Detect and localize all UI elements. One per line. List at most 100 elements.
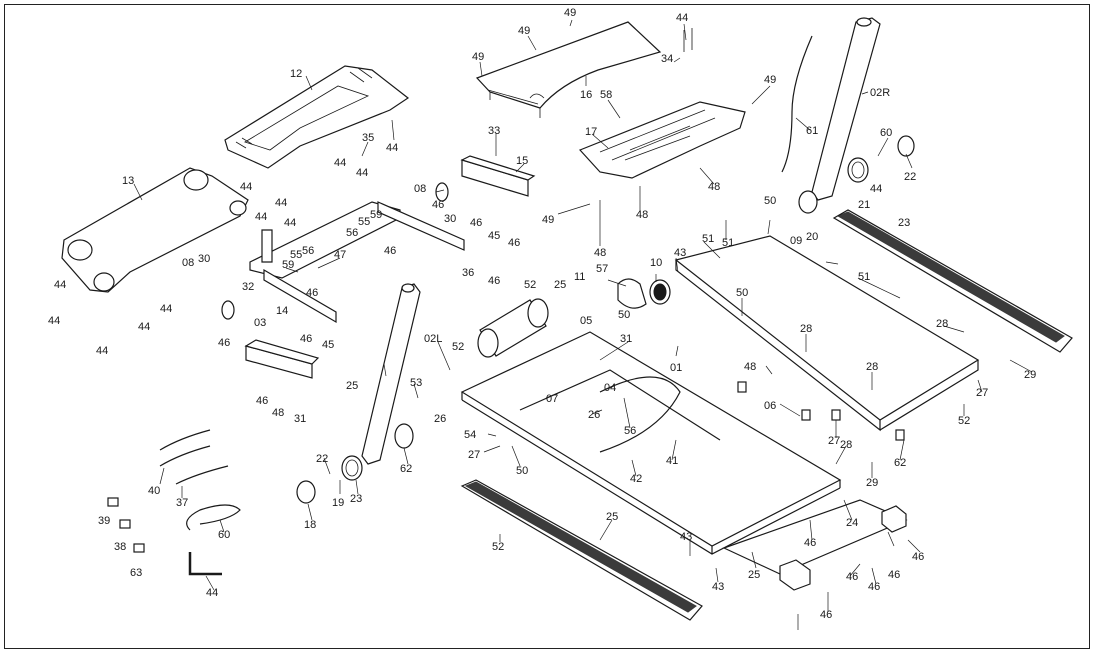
callout: 18 bbox=[304, 519, 316, 531]
callout: 61 bbox=[806, 125, 818, 137]
callout: 32 bbox=[242, 281, 254, 293]
wheel-22-right bbox=[897, 135, 915, 157]
callout: 52 bbox=[958, 415, 970, 427]
callout: 55 bbox=[358, 216, 370, 228]
callout: 48 bbox=[708, 181, 720, 193]
callout: 47 bbox=[334, 249, 346, 261]
callout: 26 bbox=[588, 409, 600, 421]
left-handlebar bbox=[244, 339, 320, 379]
callout: 43 bbox=[674, 247, 686, 259]
callout: 50 bbox=[618, 309, 630, 321]
callout: 39 bbox=[98, 515, 110, 527]
callout: 08 bbox=[414, 183, 426, 195]
callout: 46 bbox=[820, 609, 832, 621]
callout: 11 bbox=[574, 271, 585, 283]
callout: 25 bbox=[346, 380, 358, 392]
callout: 42 bbox=[630, 473, 642, 485]
left-upright bbox=[361, 283, 421, 465]
belt-11 bbox=[617, 278, 647, 309]
callout: 27 bbox=[976, 387, 988, 399]
wheel-18 bbox=[394, 423, 414, 449]
callout: 45 bbox=[488, 230, 500, 242]
leader-lines bbox=[133, 19, 1033, 630]
callout: 55 bbox=[290, 249, 302, 261]
callout: 44 bbox=[334, 157, 346, 169]
callout: 24 bbox=[846, 517, 858, 529]
callout: 06 bbox=[764, 400, 776, 412]
callout: 46 bbox=[306, 287, 318, 299]
console-housing bbox=[224, 65, 410, 169]
callout: 48 bbox=[272, 407, 284, 419]
callout: 37 bbox=[176, 497, 188, 509]
wheel-20 bbox=[798, 190, 818, 214]
callout: 38 bbox=[114, 541, 126, 553]
motor-roller bbox=[477, 298, 549, 358]
wheel-19 bbox=[341, 455, 363, 481]
callout: 59 bbox=[370, 209, 382, 221]
callout: 46 bbox=[846, 571, 858, 583]
callout: 46 bbox=[912, 551, 924, 563]
callout: 48 bbox=[636, 209, 648, 221]
callout: 49 bbox=[518, 25, 530, 37]
hex-key-63 bbox=[188, 552, 222, 576]
console-frame bbox=[249, 201, 465, 324]
callout: 28 bbox=[840, 439, 852, 451]
callout: 29 bbox=[866, 477, 878, 489]
callout: 49 bbox=[542, 214, 554, 226]
callout: 41 bbox=[666, 455, 678, 467]
callout: 44 bbox=[356, 167, 368, 179]
pulley-05 bbox=[649, 279, 671, 305]
callout: 46 bbox=[508, 237, 520, 249]
callout: 40 bbox=[148, 485, 160, 497]
wheel-21 bbox=[847, 157, 869, 183]
callout: 34 bbox=[661, 53, 673, 65]
callout: 53 bbox=[410, 377, 422, 389]
callout: 52 bbox=[524, 279, 536, 291]
callout: 49 bbox=[472, 51, 484, 63]
callout: 44 bbox=[160, 303, 172, 315]
callout: 46 bbox=[888, 569, 900, 581]
callout: 44 bbox=[54, 279, 66, 291]
callout: 16 bbox=[580, 89, 592, 101]
callout: 46 bbox=[804, 537, 816, 549]
callout: 25 bbox=[606, 511, 618, 523]
callout: 43 bbox=[680, 531, 692, 543]
callout: 48 bbox=[594, 247, 606, 259]
callout: 27 bbox=[828, 435, 840, 447]
callout: 08 bbox=[182, 257, 194, 269]
running-deck bbox=[674, 235, 980, 432]
callout: 25 bbox=[748, 569, 760, 581]
callout-labels: 49 49 49 16 44 34 49 58 17 48 48 49 48 6… bbox=[48, 7, 1036, 621]
callout: 52 bbox=[492, 541, 504, 553]
callout: 29 bbox=[1024, 369, 1036, 381]
callout: 46 bbox=[256, 395, 268, 407]
callout: 51 bbox=[722, 237, 734, 249]
right-upright bbox=[811, 17, 881, 201]
callout: 27 bbox=[468, 449, 480, 461]
callout: 60 bbox=[880, 127, 892, 139]
callout: 63 bbox=[130, 567, 142, 579]
callout: 12 bbox=[290, 68, 302, 80]
callout: 23 bbox=[898, 217, 910, 229]
main-frame bbox=[460, 331, 908, 575]
callout: 02R bbox=[870, 87, 890, 99]
drawing-border bbox=[4, 4, 1090, 649]
callout: 50 bbox=[516, 465, 528, 477]
callout: 19 bbox=[332, 497, 344, 509]
callout: 44 bbox=[284, 217, 296, 229]
callout: 17 bbox=[585, 126, 597, 138]
callout: 36 bbox=[462, 267, 474, 279]
callout: 44 bbox=[275, 197, 287, 209]
callout: 31 bbox=[620, 333, 632, 345]
callout: 46 bbox=[432, 199, 444, 211]
callout: 30 bbox=[444, 213, 456, 225]
side-rail-left bbox=[460, 479, 703, 621]
callout: 54 bbox=[464, 429, 476, 441]
callout: 44 bbox=[206, 587, 218, 599]
side-rail-right bbox=[832, 209, 1073, 353]
callout: 56 bbox=[302, 245, 314, 257]
callout: 44 bbox=[138, 321, 150, 333]
callout: 28 bbox=[800, 323, 812, 335]
